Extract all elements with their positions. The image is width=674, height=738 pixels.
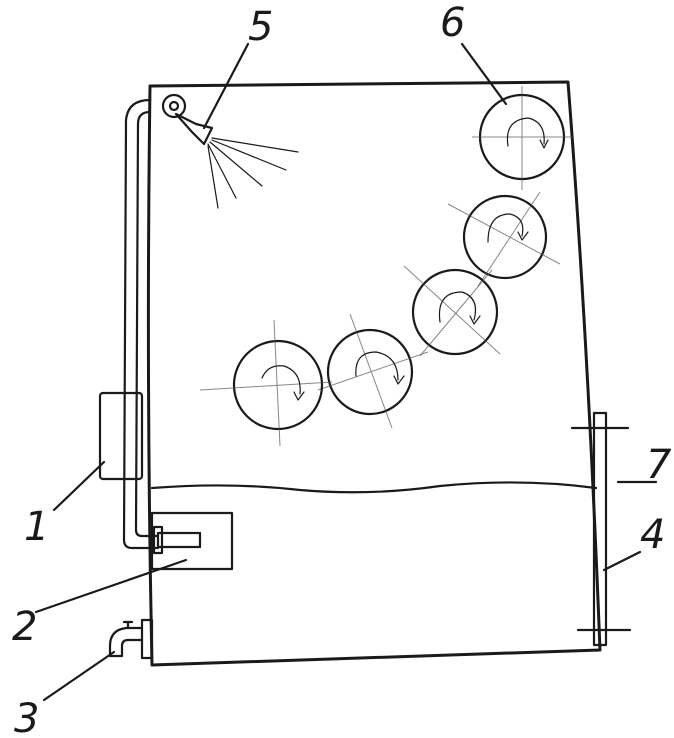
disc-3 — [318, 314, 428, 428]
disc-6 — [472, 86, 574, 190]
nozzle-hole — [170, 102, 178, 110]
leader-3 — [44, 652, 114, 700]
label-5: 5 — [248, 4, 273, 50]
leader-6 — [462, 44, 506, 104]
label-2: 2 — [12, 604, 37, 650]
label-6: 6 — [440, 0, 465, 46]
disc-2 — [200, 320, 332, 446]
heater-box — [152, 513, 232, 569]
disc-4 — [404, 266, 500, 356]
label-3: 3 — [14, 696, 39, 738]
label-7: 7 — [646, 442, 672, 488]
spray-lines — [208, 138, 298, 208]
label-1: 1 — [24, 504, 49, 550]
leader-2 — [36, 560, 186, 612]
liquid-level — [152, 482, 596, 492]
heater-element — [158, 533, 200, 547]
nozzle-body — [176, 114, 212, 144]
tank-body — [148, 82, 600, 665]
side-pipe — [124, 100, 158, 548]
leader-1 — [54, 462, 104, 510]
leader-4 — [604, 552, 640, 570]
label-4: 4 — [640, 512, 665, 558]
nozzle-ring — [163, 95, 185, 117]
